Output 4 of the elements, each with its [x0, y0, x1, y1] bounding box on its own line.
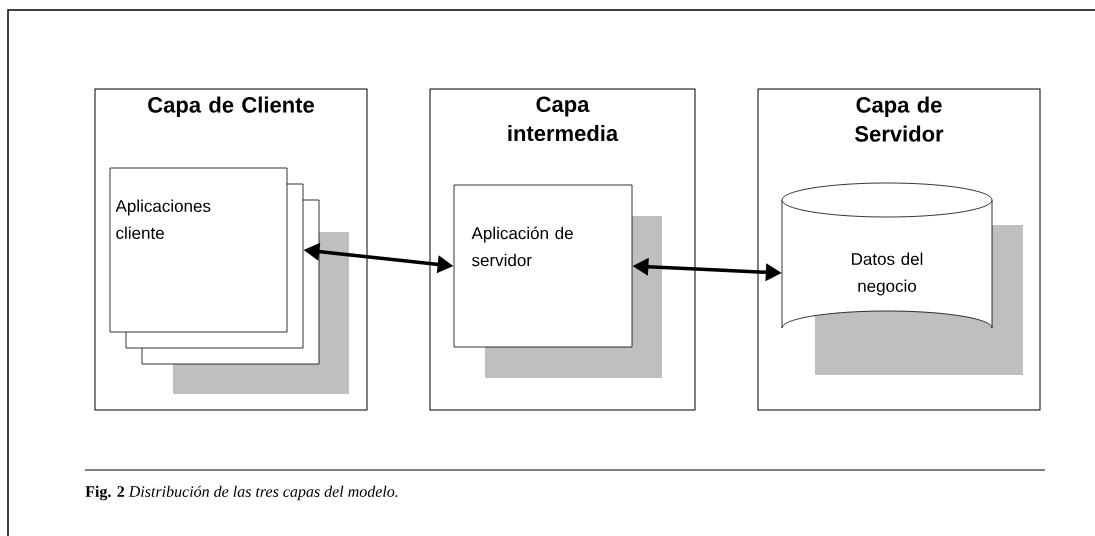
figure-caption: Fig. 2 Distribución de las tres capas del modelo. — [85, 485, 398, 501]
database-cylinder: Datos del negocio — [781, 182, 993, 329]
document-stack: Aplicaciones cliente — [109, 167, 320, 365]
process-box: Aplicación de servidor — [453, 184, 633, 348]
